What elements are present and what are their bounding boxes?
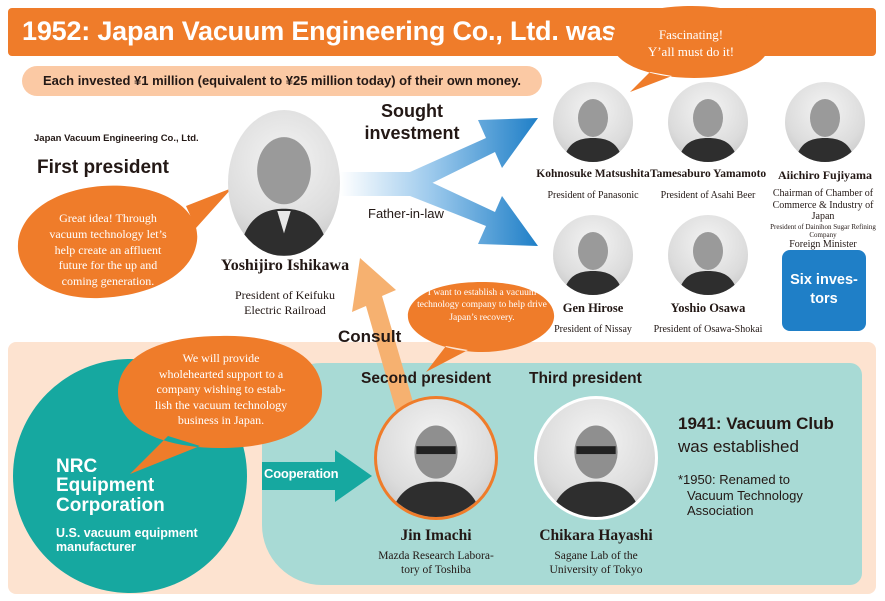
second-president-label: Second president xyxy=(361,370,492,387)
company-label: Japan Vacuum Engineering Co., Ltd. xyxy=(34,133,199,144)
imachi-bubble-line: I want to establish a vacuum xyxy=(427,288,537,298)
investor-role: Chairman of Chamber of Commerce & Indust… xyxy=(762,188,884,250)
investment-note-pill xyxy=(22,66,542,96)
investors-bubble-line: Fascinating! xyxy=(658,27,724,42)
imachi-speech-bubble: I want to establish a vacuum technology … xyxy=(410,287,554,324)
nrc-speech-bubble: We will provide wholehearted support to … xyxy=(122,351,320,429)
hayashi-role-line: University of Tokyo xyxy=(549,563,643,576)
hayashi-role: Sagane Lab of the University of Tokyo xyxy=(520,550,672,578)
investors-bubble-line: Y’all must do it! xyxy=(647,43,735,59)
nrc-desc-line: U.S. vacuum equipment xyxy=(56,526,198,540)
vacuum-club-subtitle: was established xyxy=(678,437,799,456)
investor-name: Yoshio Osawa xyxy=(670,301,746,315)
cooperation-arrow xyxy=(262,450,372,502)
sought-arrow-upper xyxy=(340,118,538,192)
fujiyama-photo xyxy=(785,82,865,162)
investor-role: President of Panasonic xyxy=(547,190,639,201)
imachi-role: Mazda Research Labora- tory of Toshiba xyxy=(358,550,514,578)
vacuum-club-title: 1941: Vacuum Club xyxy=(678,414,834,433)
ishikawa-name: Yoshijiro Ishikawa xyxy=(220,257,350,274)
nrc-bubble-line: wholehearted support to a xyxy=(158,366,284,381)
nrc-name-line: NRC xyxy=(56,456,98,477)
imachi-role-line: Mazda Research Labora- xyxy=(378,550,494,562)
nrc-bubble-line: business in Japan. xyxy=(177,413,265,428)
nrc-name: NRC Equipment Corporation xyxy=(56,456,165,516)
imachi-name: Jin Imachi xyxy=(400,527,472,544)
investor-role: President of Asahi Beer xyxy=(660,190,756,201)
investor-role: President of Nissay xyxy=(554,324,632,335)
hayashi-name: Chikara Hayashi xyxy=(539,527,653,544)
hayashi-role-line: Sagane Lab of the xyxy=(554,550,638,562)
investor-role-line: Foreign Minister xyxy=(789,238,857,250)
investor-role-line: Commerce & Industry of Japan xyxy=(772,199,874,223)
hayashi-photo xyxy=(534,396,658,520)
vacuum-club-note-line: Vacuum Technology xyxy=(687,487,803,503)
nrc-name-line: Equipment xyxy=(56,475,155,497)
matsushita-photo xyxy=(553,82,633,162)
founder-bubble-line: Great idea! Through xyxy=(59,211,157,225)
nrc-name-line: Corporation xyxy=(56,494,165,516)
six-investors-line: tors xyxy=(810,290,838,307)
founder-speech-bubble: Great idea! Through vacuum technology le… xyxy=(22,211,194,290)
nrc-bubble-line: company wishing to estab- xyxy=(156,382,286,397)
nrc-bubble-shape xyxy=(118,335,322,474)
six-investors-badge xyxy=(782,250,866,331)
nrc-bubble-line: lish the vacuum technology xyxy=(154,397,288,412)
sought-line: Sought xyxy=(381,101,443,121)
ishikawa-role: President of Keifuku Electric Railroad xyxy=(199,288,371,318)
investor-role-line: President of Dainihon Sugar Refining Com… xyxy=(770,222,876,239)
ishikawa-role-line: President of Keifuku xyxy=(235,288,335,302)
founder-bubble-line: coming generation. xyxy=(61,274,155,289)
investor-name: Tamesaburo Yamamoto xyxy=(650,168,767,180)
cooperation-label: Cooperation xyxy=(264,466,339,481)
ishikawa-role-line: Electric Railroad xyxy=(244,303,326,317)
vacuum-club-note-line: *1950: Renamed to xyxy=(678,472,791,487)
investors-speech-bubble: Fascinating! Y’all must do it! xyxy=(612,27,770,61)
investor-name: Aiichiro Fujiyama xyxy=(777,168,873,182)
ishikawa-photo xyxy=(228,110,340,256)
nrc-description: U.S. vacuum equipment manufacturer xyxy=(56,526,198,555)
imachi-photo xyxy=(374,396,498,520)
sought-investment-label: Sought investment xyxy=(357,101,467,144)
hirose-photo xyxy=(553,215,633,295)
father-in-law-label: Father-in-law xyxy=(368,206,444,221)
imachi-bubble-line: Japan’s recovery. xyxy=(449,312,515,323)
first-president-label: First president xyxy=(37,157,169,178)
yamamoto-photo xyxy=(668,82,748,162)
nrc-desc-line: manufacturer xyxy=(56,539,136,554)
founder-bubble-line: vacuum technology let’s xyxy=(49,226,167,241)
vacuum-club-note-line: Association xyxy=(687,503,754,519)
founder-bubble-shape xyxy=(17,185,232,299)
consult-label: Consult xyxy=(338,327,402,346)
six-investors-label: Six inves- tors xyxy=(782,271,866,309)
nrc-bubble-line: We will provide xyxy=(182,351,260,365)
six-investors-line: Six inves- xyxy=(790,272,858,288)
sought-line: investment xyxy=(364,122,460,143)
investors-bubble-shape xyxy=(611,6,771,92)
third-president-label: Third president xyxy=(529,370,642,387)
consult-arrow xyxy=(352,258,420,432)
investment-note: Each invested ¥1 million (equivalent to … xyxy=(43,73,521,88)
sought-arrow-lower xyxy=(340,176,538,246)
founder-bubble-line: future for the up and xyxy=(58,258,158,273)
page-title: 1952: Japan Vacuum Engineering Co., Ltd.… xyxy=(22,16,729,46)
founder-bubble-line: help create an affluent xyxy=(54,242,162,257)
imachi-bubble-shape xyxy=(407,282,555,372)
investor-name: Kohnosuke Matsushita xyxy=(536,168,650,180)
investor-role: President of Osawa-Shokai xyxy=(653,324,763,335)
imachi-role-line: tory of Toshiba xyxy=(401,563,471,576)
vacuum-club-note: *1950: Renamed to Vacuum Technology Asso… xyxy=(678,472,803,519)
imachi-bubble-line: technology company to help drive xyxy=(417,300,547,311)
investor-name: Gen Hirose xyxy=(562,301,624,315)
investor-role-line: Chairman of Chamber of xyxy=(772,188,874,199)
osawa-photo xyxy=(668,215,748,295)
